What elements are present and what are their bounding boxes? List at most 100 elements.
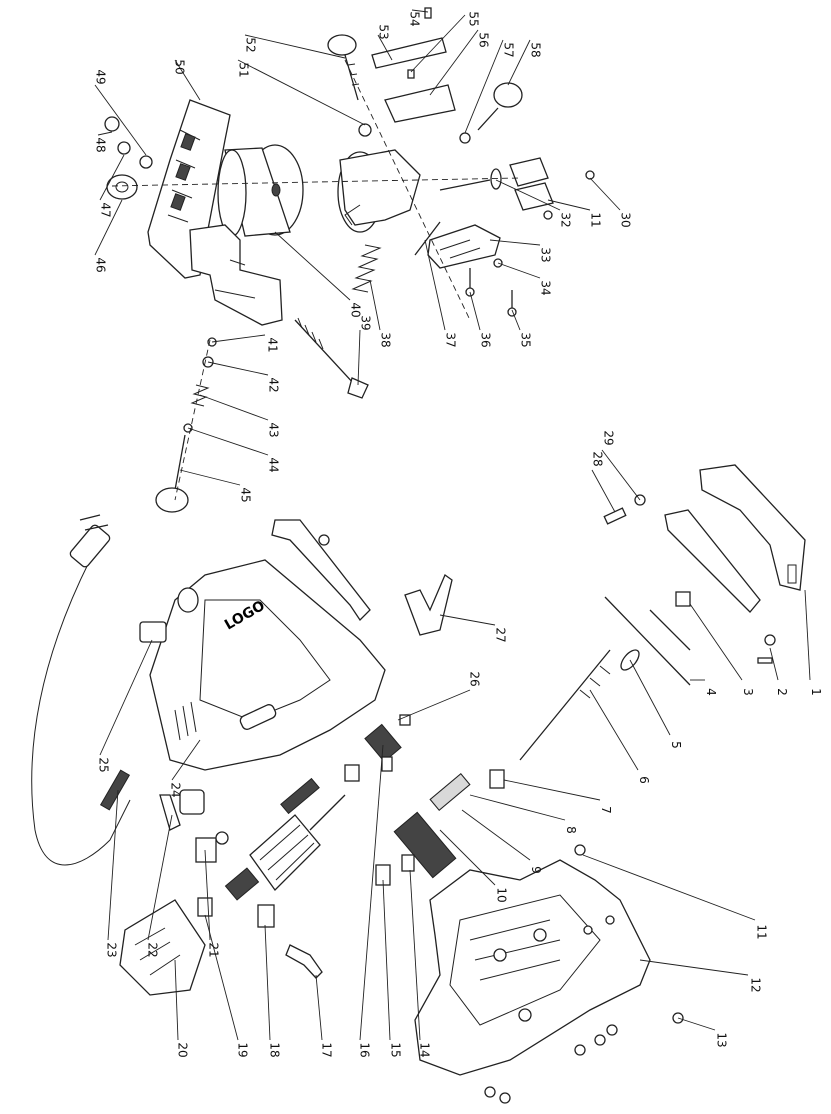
washer-57 xyxy=(459,132,471,144)
spring-43 xyxy=(190,384,210,407)
ring-49 xyxy=(139,155,153,169)
angle-bracket xyxy=(189,224,283,326)
handle-bracket xyxy=(271,519,371,622)
blade-4 xyxy=(604,596,691,686)
callout-52: 52 xyxy=(243,37,258,53)
screw-35 xyxy=(507,290,517,317)
block-3 xyxy=(675,591,691,607)
guide-bar-2 xyxy=(664,509,776,646)
callout-23: 23 xyxy=(104,942,119,958)
bearing-14 xyxy=(401,854,415,872)
lead-17 xyxy=(285,944,323,979)
callout-26: 26 xyxy=(467,671,482,687)
callout-47: 47 xyxy=(98,202,113,218)
bearing-left-19 xyxy=(197,897,213,917)
callout-49: 49 xyxy=(93,69,108,85)
commutator-19 xyxy=(224,867,260,901)
callout-18: 18 xyxy=(267,1042,282,1058)
connector-25 xyxy=(139,621,167,643)
callout-10: 10 xyxy=(494,887,509,903)
callout-29: 29 xyxy=(601,430,616,446)
pad-11-upper xyxy=(509,157,549,187)
screw-11 xyxy=(574,844,586,856)
power-plug xyxy=(69,514,111,568)
knob-52 xyxy=(327,34,360,101)
cylinder-drum xyxy=(217,144,304,237)
part-26 xyxy=(381,756,393,772)
callout-33: 33 xyxy=(538,247,553,263)
pad-11-lower xyxy=(514,182,554,211)
spacer-8 xyxy=(429,773,471,811)
screws-13 xyxy=(484,915,684,1104)
callout-45: 45 xyxy=(238,487,253,503)
gear-housing-12 xyxy=(414,859,651,1076)
callout-30: 30 xyxy=(618,212,633,228)
callout-19: 19 xyxy=(235,1042,250,1058)
armature xyxy=(249,777,346,892)
callout-46: 46 xyxy=(93,257,108,273)
callout-15: 15 xyxy=(388,1042,403,1058)
callout-11: 11 xyxy=(754,924,769,940)
callout-43: 43 xyxy=(266,422,281,438)
bar-3 xyxy=(649,609,691,651)
callout-51: 51 xyxy=(236,62,251,78)
bush-7 xyxy=(489,769,505,789)
callout-36: 36 xyxy=(478,332,493,348)
callout-50: 50 xyxy=(172,59,187,75)
switch-22 xyxy=(159,789,205,831)
callout-28: 28 xyxy=(590,451,605,467)
callout-20: 20 xyxy=(175,1042,190,1058)
washer-47 xyxy=(117,141,131,155)
callout-17: 17 xyxy=(319,1042,334,1058)
callout-40: 40 xyxy=(348,302,363,318)
callout-25: 25 xyxy=(96,757,111,773)
nut-top xyxy=(318,534,330,546)
plate-56 xyxy=(384,84,456,123)
knob-58 xyxy=(477,82,523,131)
clamp-ring xyxy=(337,149,421,233)
callout-55: 55 xyxy=(466,11,481,27)
callout-42: 42 xyxy=(266,377,281,393)
bearing-16 xyxy=(344,764,360,782)
spindle-6 xyxy=(519,649,640,761)
callout-4: 4 xyxy=(703,688,718,696)
coupling-16 xyxy=(364,714,411,763)
cord-strain-relief xyxy=(99,769,131,811)
callout-14: 14 xyxy=(417,1042,432,1058)
callout-12: 12 xyxy=(748,977,763,993)
brush-holder-21 xyxy=(195,831,229,863)
clip-27 xyxy=(404,574,453,636)
threaded-rod-39 xyxy=(294,317,369,399)
strip-53 xyxy=(371,37,447,69)
washer-48 xyxy=(104,116,120,132)
screw-30 xyxy=(585,170,595,180)
base-plate xyxy=(147,99,231,279)
callout-38: 38 xyxy=(378,332,393,348)
guide-plate-1 xyxy=(699,464,806,591)
field-coil-20 xyxy=(119,899,206,996)
leader-lines xyxy=(94,9,811,1041)
pin-54 xyxy=(424,7,432,19)
callout-53: 53 xyxy=(376,24,391,40)
screw-2 xyxy=(757,657,773,664)
housing-24 xyxy=(149,559,386,771)
callout-34: 34 xyxy=(538,280,553,296)
callout-7: 7 xyxy=(598,806,613,814)
callout-41: 41 xyxy=(265,337,280,353)
pin-28-29 xyxy=(603,494,646,525)
screw-30b xyxy=(543,210,553,220)
callout-35: 35 xyxy=(518,332,533,348)
callout-27: 27 xyxy=(493,627,508,643)
callout-24: 24 xyxy=(168,782,183,798)
callout-8: 8 xyxy=(563,826,578,834)
callout-54: 54 xyxy=(407,11,422,27)
callout-3: 3 xyxy=(740,688,755,696)
lock-plate xyxy=(427,224,501,269)
callout-31: 11 xyxy=(588,212,603,228)
knob-45 xyxy=(155,434,189,513)
callout-2: 2 xyxy=(774,688,789,696)
callout-32: 32 xyxy=(558,212,573,228)
callout-21: 21 xyxy=(206,942,221,958)
screw-36 xyxy=(465,268,475,297)
